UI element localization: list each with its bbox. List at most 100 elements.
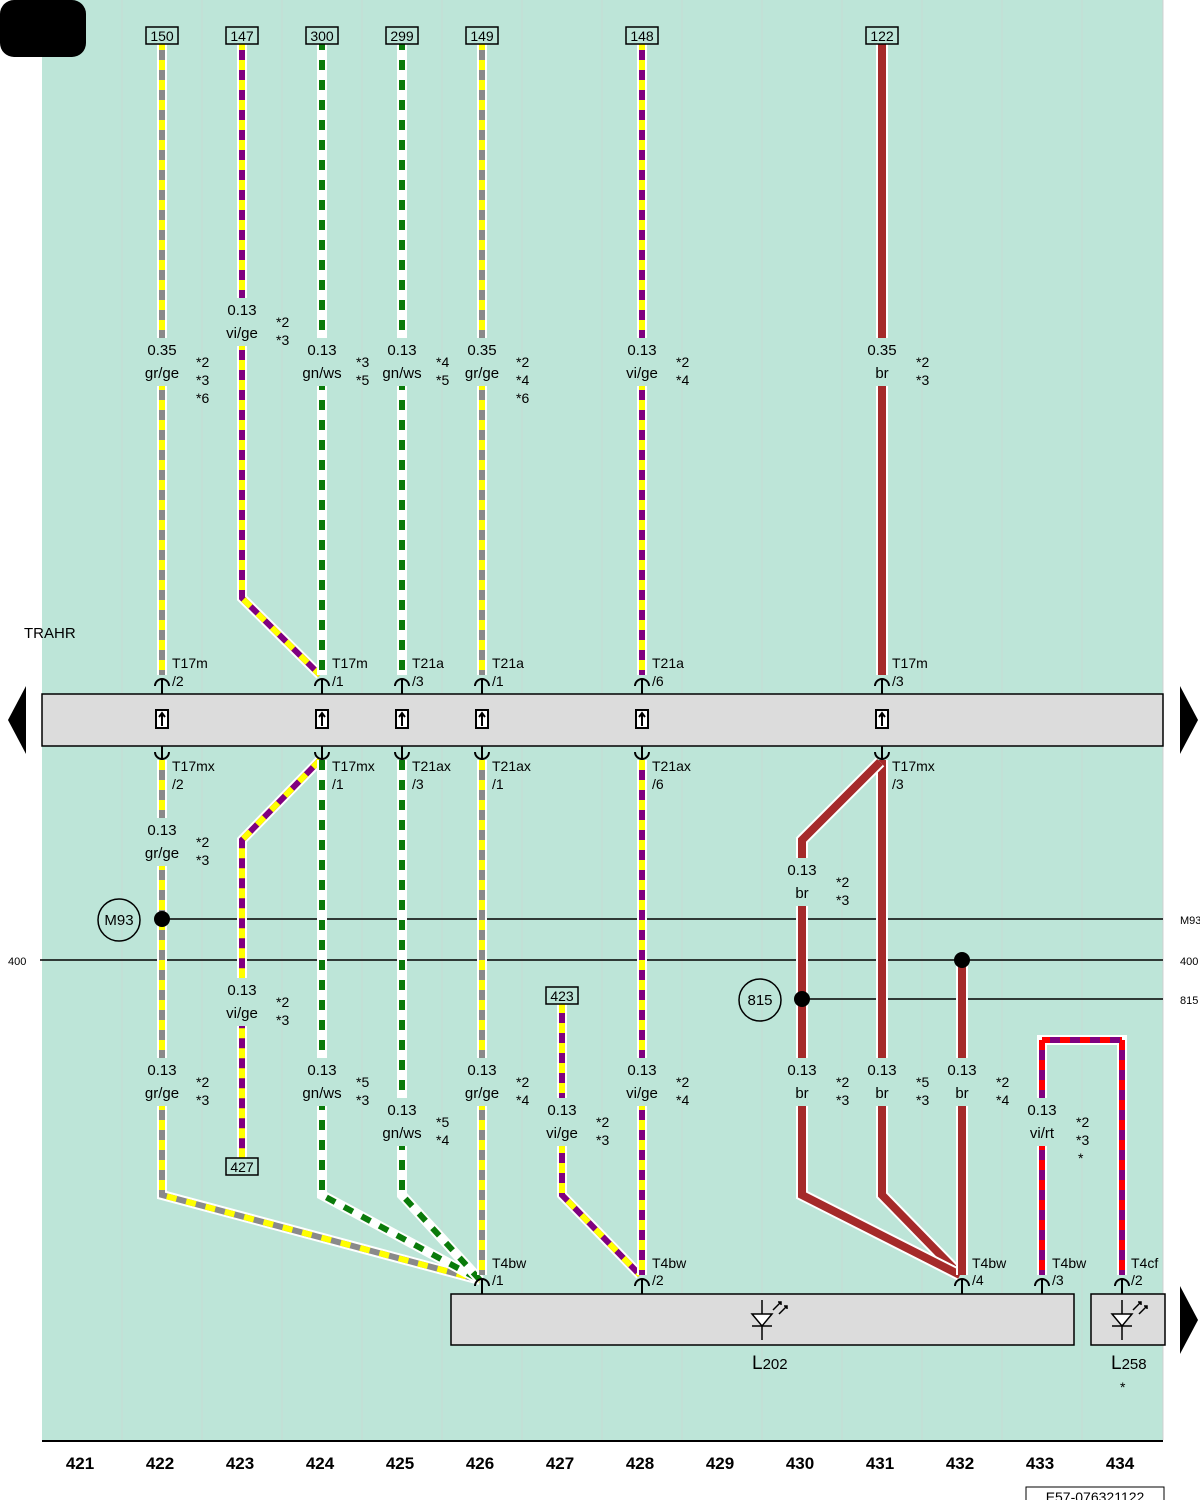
svg-text:T21ax: T21ax <box>652 758 691 774</box>
ref-427[interactable]: 427 <box>230 1159 254 1175</box>
svg-text:*5: *5 <box>436 372 449 388</box>
svg-text:/3: /3 <box>892 673 904 689</box>
svg-text:*2: *2 <box>196 354 209 370</box>
svg-text:*: * <box>1078 1150 1084 1166</box>
svg-text:*4: *4 <box>676 372 689 388</box>
ref-423[interactable]: 423 <box>550 988 574 1004</box>
svg-text:T4bw: T4bw <box>492 1255 527 1271</box>
svg-text:432: 432 <box>946 1454 974 1473</box>
svg-text:430: 430 <box>786 1454 814 1473</box>
svg-text:/2: /2 <box>1131 1272 1143 1288</box>
svg-text:433: 433 <box>1026 1454 1054 1473</box>
ref-147[interactable]: 147 <box>230 28 254 44</box>
wire-vi-ge-147 <box>237 40 324 679</box>
svg-text:/3: /3 <box>1052 1272 1064 1288</box>
junction-dots <box>154 911 970 1007</box>
svg-text:*5: *5 <box>356 1074 369 1090</box>
svg-text:br: br <box>795 885 808 902</box>
ground-circle-m93 <box>97 898 141 942</box>
svg-text:*4: *4 <box>436 1132 449 1148</box>
svg-text:*3: *3 <box>836 1092 849 1108</box>
svg-text:424: 424 <box>306 1454 335 1473</box>
svg-text:*4: *4 <box>516 372 529 388</box>
svg-text:*4: *4 <box>436 354 449 370</box>
svg-text:vi/ge: vi/ge <box>626 1085 658 1102</box>
page-id: E57-076321122 <box>1046 1489 1145 1500</box>
svg-text:*3: *3 <box>356 1092 369 1108</box>
svg-text:T21a: T21a <box>652 655 684 671</box>
ref-122[interactable]: 122 <box>870 28 894 44</box>
svg-text:*5: *5 <box>916 1074 929 1090</box>
ref-150[interactable]: 150 <box>150 28 174 44</box>
svg-text:0.13: 0.13 <box>1027 1102 1056 1119</box>
svg-text:*2: *2 <box>516 1074 529 1090</box>
svg-text:*6: *6 <box>516 390 529 406</box>
component-label-l258: L258 <box>1111 1353 1147 1374</box>
svg-text:*3: *3 <box>916 1092 929 1108</box>
ref-299[interactable]: 299 <box>390 28 414 44</box>
triangle-right-icon[interactable] <box>1180 1286 1198 1354</box>
svg-text:T21ax: T21ax <box>412 758 451 774</box>
svg-text:0.35: 0.35 <box>467 342 496 359</box>
svg-text:0.13: 0.13 <box>147 1062 176 1079</box>
ref-149[interactable]: 149 <box>470 28 494 44</box>
svg-text:*3: *3 <box>356 354 369 370</box>
svg-text:0.13: 0.13 <box>387 1102 416 1119</box>
svg-text:/1: /1 <box>332 673 344 689</box>
svg-text:*2: *2 <box>596 1114 609 1130</box>
svg-text:0.35: 0.35 <box>147 342 176 359</box>
svg-text:T21a: T21a <box>412 655 444 671</box>
svg-text:*2: *2 <box>1076 1114 1089 1130</box>
top-ref-boxes <box>145 26 899 1176</box>
svg-text:/3: /3 <box>892 776 904 792</box>
bus-connectors <box>154 678 890 760</box>
svg-text:0.13: 0.13 <box>947 1062 976 1079</box>
svg-text:gn/ws: gn/ws <box>382 365 421 382</box>
svg-text:*2: *2 <box>836 1074 849 1090</box>
svg-text:0.13: 0.13 <box>787 1062 816 1079</box>
svg-text:gn/ws: gn/ws <box>382 1125 421 1142</box>
svg-text:0.13: 0.13 <box>627 1062 656 1079</box>
footnote-markers: *2 *3 *6 *2 *3 *3 *5 *4 *5 *2 *4 *6 *2 *4 *2 *3 *… <box>196 314 1089 1166</box>
svg-text:0.13: 0.13 <box>547 1102 576 1119</box>
svg-text:421: 421 <box>66 1454 94 1473</box>
svg-text:/6: /6 <box>652 776 664 792</box>
svg-text:*2: *2 <box>996 1074 1009 1090</box>
svg-text:*3: *3 <box>196 372 209 388</box>
triangle-left-icon[interactable] <box>8 686 26 754</box>
svg-text:vi/rt: vi/rt <box>1030 1125 1055 1142</box>
svg-text:*6: *6 <box>196 390 209 406</box>
ref-148[interactable]: 148 <box>630 28 654 44</box>
svg-text:gr/ge: gr/ge <box>145 365 179 382</box>
ground-lines <box>40 918 1163 1000</box>
svg-text:0.13: 0.13 <box>867 1062 896 1079</box>
svg-text:vi/ge: vi/ge <box>626 365 658 382</box>
svg-text:434: 434 <box>1106 1454 1135 1473</box>
svg-text:0.13: 0.13 <box>307 1062 336 1079</box>
page-id-box <box>1025 1486 1165 1500</box>
svg-text:br: br <box>955 1085 968 1102</box>
ground-ref-m93: M93 <box>1180 915 1200 927</box>
svg-text:431: 431 <box>866 1454 894 1473</box>
svg-text:*2: *2 <box>196 1074 209 1090</box>
svg-text:*3: *3 <box>596 1132 609 1148</box>
svg-text:*3: *3 <box>276 1012 289 1028</box>
component-label-l202: L202 <box>752 1353 788 1374</box>
svg-text:T21a: T21a <box>492 655 524 671</box>
svg-text:*3: *3 <box>836 892 849 908</box>
svg-text:*5: *5 <box>436 1114 449 1130</box>
svg-text:*2: *2 <box>516 354 529 370</box>
column-numbers: 421 422 423 424 425 426 427 428 429 430 … <box>66 1454 1135 1473</box>
svg-text:/1: /1 <box>332 776 344 792</box>
svg-text:/6: /6 <box>652 673 664 689</box>
svg-text:428: 428 <box>626 1454 654 1473</box>
ref-300[interactable]: 300 <box>310 28 334 44</box>
triangle-right-icon[interactable] <box>1180 686 1198 754</box>
svg-text:*3: *3 <box>276 332 289 348</box>
svg-text:T21ax: T21ax <box>492 758 531 774</box>
svg-text:T4bw: T4bw <box>972 1255 1007 1271</box>
svg-text:*4: *4 <box>996 1092 1009 1108</box>
ground-label-815: 815 <box>747 992 772 1009</box>
svg-text:*2: *2 <box>276 314 289 330</box>
